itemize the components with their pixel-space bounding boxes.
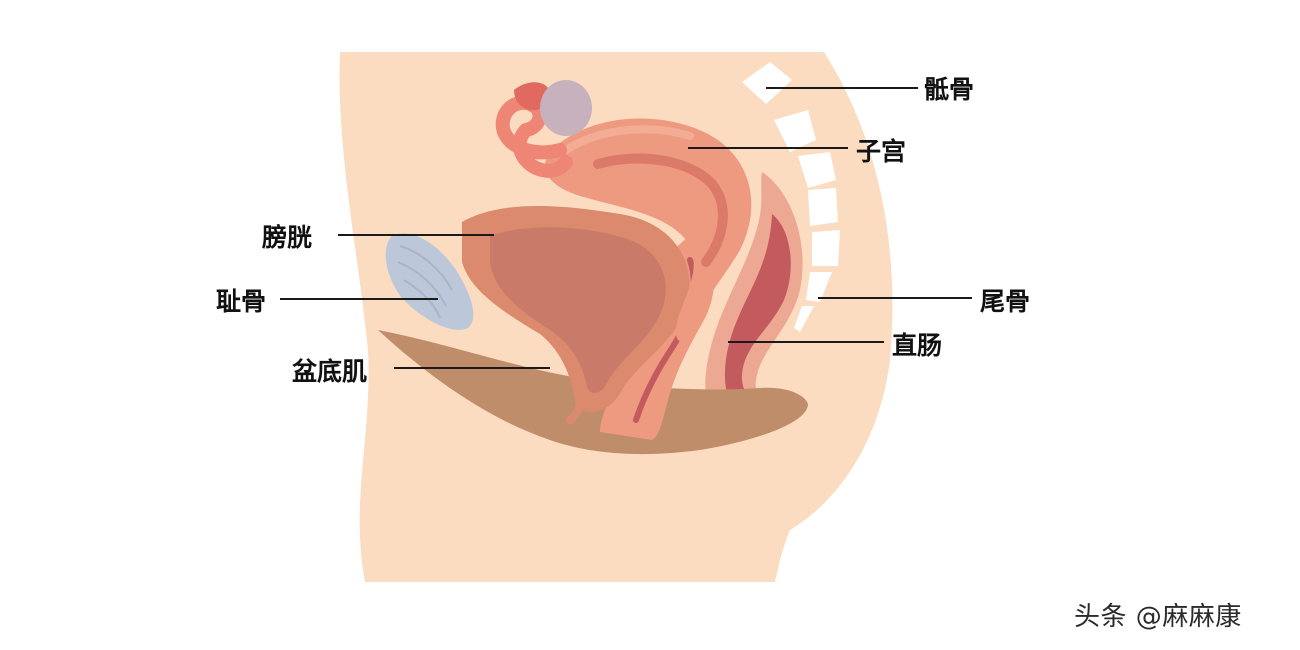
vertebra (742, 62, 792, 104)
sacrum-vertebrae (742, 62, 840, 332)
pubic-bone (385, 233, 474, 330)
rectum-inner (724, 214, 792, 419)
label-bladder: 膀胱 (261, 223, 312, 252)
label-sacrum: 骶骨 (924, 75, 974, 104)
source-watermark: 头条 @麻麻康 (1074, 602, 1242, 632)
vertebra (794, 306, 814, 332)
pubic-bone-texture (397, 245, 453, 319)
urethra (566, 378, 587, 424)
rectum (705, 172, 805, 433)
vertebra (798, 152, 836, 188)
label-uterus: 子宫 (856, 137, 906, 166)
label-coccyx: 尾骨 (980, 287, 1030, 316)
vertebra (808, 188, 838, 226)
fallopian-tube (495, 95, 573, 178)
bladder-inner (490, 227, 666, 393)
uterus-highlight (562, 125, 694, 154)
vertebra (812, 230, 840, 266)
uterus-cavity (593, 153, 728, 267)
vertebra (774, 110, 816, 152)
ovary (540, 80, 592, 136)
label-rectum: 直肠 (892, 331, 942, 360)
label-pubic-bone: 耻骨 (216, 287, 266, 316)
vertebra (806, 272, 832, 302)
label-pelvic-floor-muscle: 盆底肌 (292, 357, 367, 386)
